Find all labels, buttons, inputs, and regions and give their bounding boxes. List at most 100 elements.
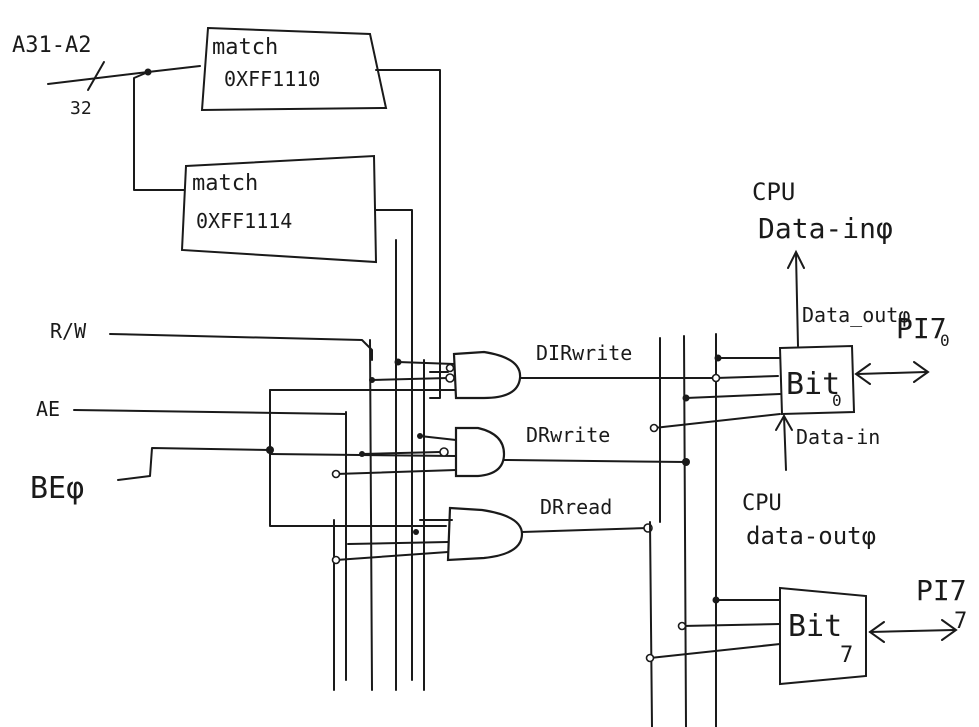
bit0-drwrite-junction (682, 394, 690, 402)
input-rw-label: R/W (50, 319, 87, 343)
address-bus: A31-A2 32 (12, 33, 201, 191)
dirwrite-wire (519, 375, 779, 379)
left-signal-rails (333, 239, 425, 691)
bus-branch-to-match2 (133, 71, 187, 191)
bit7-pin-subscript: 7 (954, 609, 967, 634)
gate-2-input-c (335, 469, 457, 475)
bit7-subscript: 7 (840, 643, 853, 668)
and-gate-drwrite: DRwrite (331, 423, 690, 479)
match-block-1: match 0XFF1114 0XFF1110 (200, 26, 388, 112)
bit0-cpu-in-arrowhead (775, 413, 793, 431)
and-gate-2-body (454, 426, 506, 478)
bit0-cpu-out-arrow (795, 253, 799, 347)
bit0-pin-arrowhead-left (854, 363, 871, 385)
match-block-1-address: 0XFF1110 (224, 67, 320, 91)
input-rw: R/W (50, 319, 373, 361)
and-gate-dirwrite: DIRwrite (369, 341, 779, 400)
bit0-cpu-out-arrowhead (787, 249, 805, 269)
bit0-dirwrite-junction (711, 373, 721, 383)
match-block-2: match 0XFF1114 (180, 154, 378, 264)
gate-1-junction-a (394, 358, 402, 366)
bit0-pin-subscript: 0 (940, 331, 950, 350)
gate-2-invert-bubble (439, 447, 449, 457)
bit0-label: Bit (786, 367, 840, 402)
gate-3-junction-a (413, 529, 419, 535)
gate-1-invert-bubble (445, 373, 455, 383)
drwrite-rail-junction (682, 458, 690, 466)
bit7-drread-in (649, 643, 781, 659)
gate-1-invert-bubble-2 (445, 363, 455, 373)
bit0-pin-label: PI7 (896, 312, 947, 345)
match-block-2-address: 0XFF1114 (196, 209, 292, 233)
bit7-dirwrite-junction (712, 596, 720, 604)
drwrite-wire (503, 459, 687, 463)
bit7-pin-arrow (869, 629, 955, 633)
and-gate-1-body (452, 350, 522, 400)
bit7-box (779, 586, 867, 686)
bit0-pin-arrowhead-right (913, 361, 930, 383)
input-ae-wire (73, 409, 347, 415)
gate-2-junction-c (331, 469, 341, 479)
drread-wire (521, 527, 649, 533)
input-ae: AE (36, 397, 347, 421)
gate-2-input-a (419, 435, 457, 441)
bit0-subscript: 0 (832, 391, 842, 410)
match-block-2-box (180, 154, 378, 264)
match-block-1-box (200, 26, 388, 112)
input-be-wire (117, 447, 271, 481)
match-block-2-title: match (192, 171, 258, 196)
bus-width-label: 32 (70, 98, 92, 119)
bit0-drread-junction (649, 423, 659, 433)
dirwrite-label: DIRwrite (536, 341, 632, 365)
gate-3-input-c (335, 551, 449, 561)
bit0-pin-arrow (857, 371, 927, 375)
rail-drwrite (683, 335, 687, 727)
bit7-drread-junction (645, 653, 655, 663)
address-bus-line (47, 65, 201, 85)
gate-1-input-b (371, 377, 449, 381)
bit0-data-out-label: Data_outφ (802, 303, 910, 327)
bit0-cpu-in-arrow (783, 415, 787, 471)
rail-drread (649, 521, 653, 727)
gate-2-input-b (361, 451, 441, 455)
bit7-pin-label: PI7 (916, 574, 967, 607)
bit7-label: Bit (788, 609, 842, 644)
bit0-box (778, 344, 856, 416)
gate-1-input-a (397, 361, 455, 365)
address-bus-label: A31-A2 (12, 33, 91, 58)
and-gate-3-body (446, 506, 524, 562)
rail-rw (369, 339, 373, 691)
drwrite-label: DRwrite (526, 423, 610, 447)
gate-1-junction-b (369, 377, 375, 383)
bit0-block: Bit 0 CPU Data-inφ Data_outφ Data-in CPU… (649, 178, 950, 550)
match-2-output-wire (375, 209, 413, 681)
bit0-drread-in (653, 413, 781, 429)
gate-2-junction-b (359, 451, 365, 457)
bit7-pin-arrowhead-right (941, 619, 958, 641)
bit0-data-in-label: Data-in (796, 425, 880, 449)
bit0-dir-junction (714, 354, 722, 362)
match-block-1-title: match (212, 35, 278, 60)
bit0-cpu-in-label-2: data-outφ (746, 522, 876, 550)
bit0-cpu-in-label: CPU (742, 491, 782, 516)
bit0-cpu-out-label-2: Data-inφ (758, 212, 893, 245)
input-rw-wire (109, 333, 373, 361)
input-ae-label: AE (36, 397, 60, 421)
gate-3-junction-c (331, 555, 341, 565)
bit7-drwrite-in (681, 623, 781, 627)
bit0-cpu-out-label: CPU (752, 178, 795, 206)
gate-3-input-b (347, 541, 449, 545)
input-be-label: BEφ (30, 471, 84, 506)
right-signal-rails (649, 333, 717, 727)
be-branch-wire (269, 389, 447, 527)
bit7-pin-arrowhead-left (868, 621, 885, 643)
bit0-drwrite-in (685, 393, 781, 399)
bit7-block: Bit 7 PI7 7 (645, 574, 967, 686)
and-gate-drread: DRread (331, 495, 653, 565)
input-be: BEφ (30, 389, 457, 527)
bit7-drwrite-junction (677, 621, 687, 631)
gate-2-junction-a (417, 433, 423, 439)
match-1-output-wire (375, 69, 441, 399)
